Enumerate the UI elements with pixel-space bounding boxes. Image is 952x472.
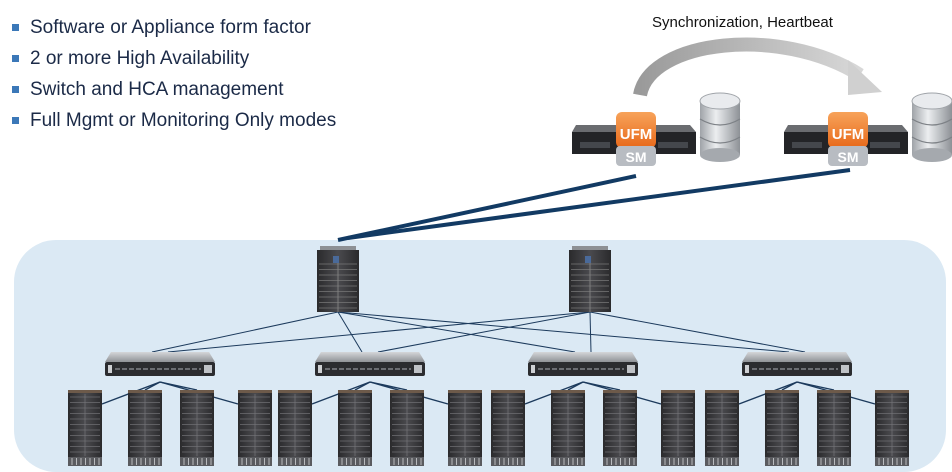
database-icon xyxy=(911,92,952,162)
ufm-badge-icon xyxy=(616,112,656,148)
feature-item: Software or Appliance form factor xyxy=(12,12,336,43)
ufm-badge-icon xyxy=(828,112,868,148)
compute-server-icon xyxy=(238,390,272,466)
compute-server-icon xyxy=(390,390,424,466)
spine-switches xyxy=(317,246,611,312)
spine-leaf-link xyxy=(337,311,790,353)
compute-server-icon xyxy=(765,390,799,466)
uplink-line xyxy=(337,174,637,242)
compute-server-icon xyxy=(875,390,909,466)
feature-text: Software or Appliance form factor xyxy=(30,17,311,38)
bullet-icon xyxy=(12,55,19,62)
compute-server-icon xyxy=(338,390,372,466)
spine-leaf-link xyxy=(337,311,576,353)
leaf-server-link xyxy=(354,381,371,391)
spine-leaf-link xyxy=(377,311,591,353)
bullet-icon xyxy=(12,24,19,31)
compute-server-icon xyxy=(491,390,525,466)
spine-leaf-link xyxy=(337,311,363,353)
ufm-badge-text: UFM xyxy=(620,126,653,143)
spine-switch-icon xyxy=(569,246,611,312)
drive-bay xyxy=(792,142,822,148)
database-icon xyxy=(699,92,741,162)
leaf-switch-icon xyxy=(742,352,852,376)
compute-server-icon xyxy=(180,390,214,466)
leaf-server-link xyxy=(781,381,798,391)
sm-badge-text: SM xyxy=(838,149,859,165)
spine-leaf-link xyxy=(589,311,592,353)
drive-bay xyxy=(658,142,688,148)
spine-leaf-link xyxy=(589,311,806,353)
compute-server-icon xyxy=(278,390,312,466)
drive-bay xyxy=(870,142,900,148)
feature-list: Software or Appliance form factor 2 or m… xyxy=(12,12,336,136)
ufm-node: UFM SM xyxy=(572,92,741,166)
feature-text: Full Mgmt or Monitoring Only modes xyxy=(30,110,337,131)
sync-arrow-icon xyxy=(633,37,882,97)
leaf-switches xyxy=(105,352,852,376)
compute-servers xyxy=(68,390,909,466)
ufm-badge-text: UFM xyxy=(832,126,865,143)
bullet-icon xyxy=(12,117,19,124)
feature-text: 2 or more High Availability xyxy=(30,48,250,69)
bullet-icon xyxy=(12,86,19,93)
feature-text: Switch and HCA management xyxy=(30,79,284,100)
sm-badge-text: SM xyxy=(626,149,647,165)
compute-server-icon xyxy=(551,390,585,466)
sm-badge-icon xyxy=(616,146,656,166)
ufm-node: UFM SM xyxy=(784,92,952,166)
ufm-servers: UFM SM UFM SM xyxy=(572,92,952,166)
spine-switch-icon xyxy=(317,246,359,312)
compute-server-icon xyxy=(448,390,482,466)
uplink-line xyxy=(347,168,851,240)
leaf-server-link xyxy=(567,381,584,391)
leaf-switch-icon xyxy=(105,352,215,376)
leaf-switch-icon xyxy=(528,352,638,376)
feature-item: 2 or more High Availability xyxy=(12,43,336,74)
compute-server-icon xyxy=(68,390,102,466)
spine-leaf-link xyxy=(151,311,339,353)
compute-server-icon xyxy=(661,390,695,466)
drive-bay xyxy=(580,142,610,148)
leaf-switch-icon xyxy=(315,352,425,376)
compute-server-icon xyxy=(705,390,739,466)
feature-item: Switch and HCA management xyxy=(12,74,336,105)
sync-label: Synchronization, Heartbeat xyxy=(652,14,833,31)
management-uplinks xyxy=(337,168,851,242)
sm-badge-icon xyxy=(828,146,868,166)
compute-server-icon xyxy=(128,390,162,466)
compute-server-icon xyxy=(603,390,637,466)
spine-leaf-link xyxy=(167,311,591,353)
compute-server-icon xyxy=(817,390,851,466)
leaf-server-link xyxy=(144,381,161,391)
feature-item: Full Mgmt or Monitoring Only modes xyxy=(12,105,336,136)
